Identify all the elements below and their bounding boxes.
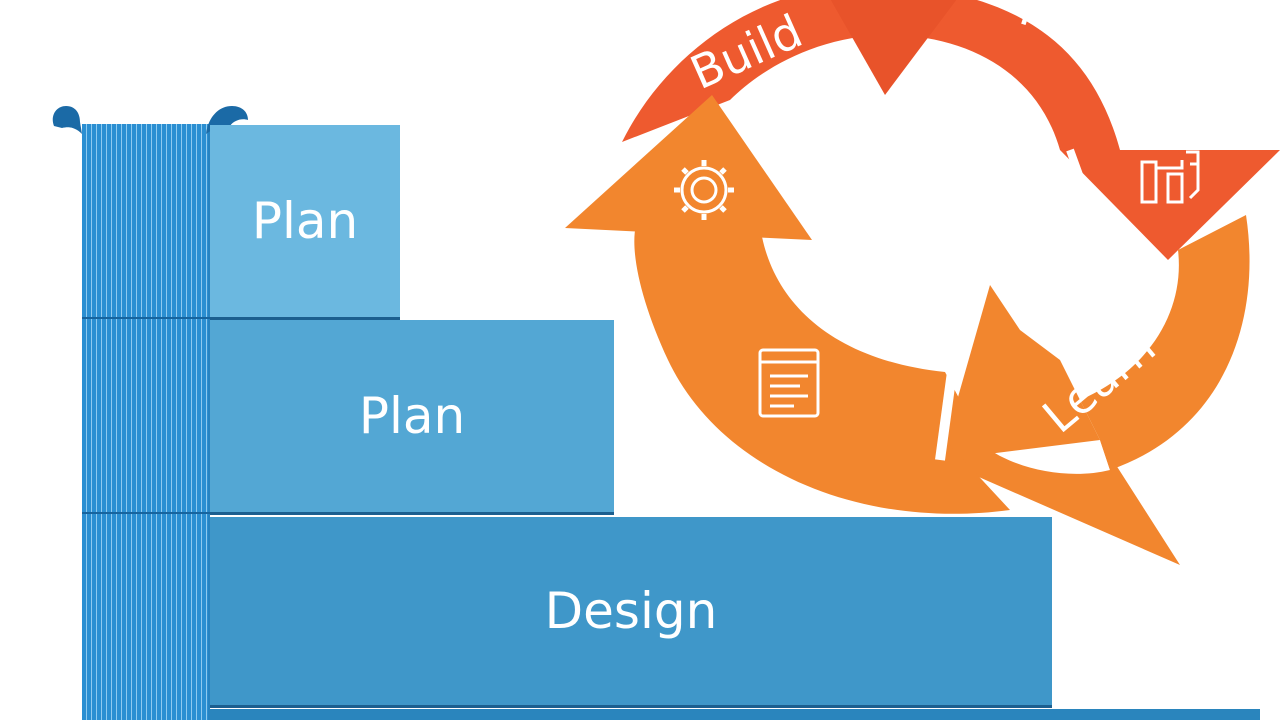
waterfall-step-plan: Plan xyxy=(210,125,400,317)
waterfall-base xyxy=(210,709,1260,720)
arrow-build-test xyxy=(622,0,1120,150)
column-cap-left xyxy=(52,106,82,134)
document-icon xyxy=(758,348,820,418)
waterfall-step-plan-2: Plan xyxy=(210,320,614,512)
step-label: Design xyxy=(544,582,718,640)
column-divider xyxy=(82,512,210,514)
step-label: Plan xyxy=(358,387,466,445)
arrowhead-build xyxy=(830,0,957,95)
gear-icon xyxy=(674,160,734,220)
tools-icon xyxy=(1140,150,1200,204)
arrow-bottom-left xyxy=(634,225,1010,514)
arrowhead-left xyxy=(565,95,812,240)
arrow-learn xyxy=(1080,215,1250,470)
arrow-learn-inner xyxy=(940,285,1100,460)
arrowhead-test xyxy=(1060,150,1280,260)
step-label: Plan xyxy=(251,192,359,250)
column-divider xyxy=(82,317,210,319)
waterfall-column xyxy=(82,124,210,720)
waterfall-step-design: Design xyxy=(210,517,1052,705)
arrowhead-learn xyxy=(940,440,1180,565)
